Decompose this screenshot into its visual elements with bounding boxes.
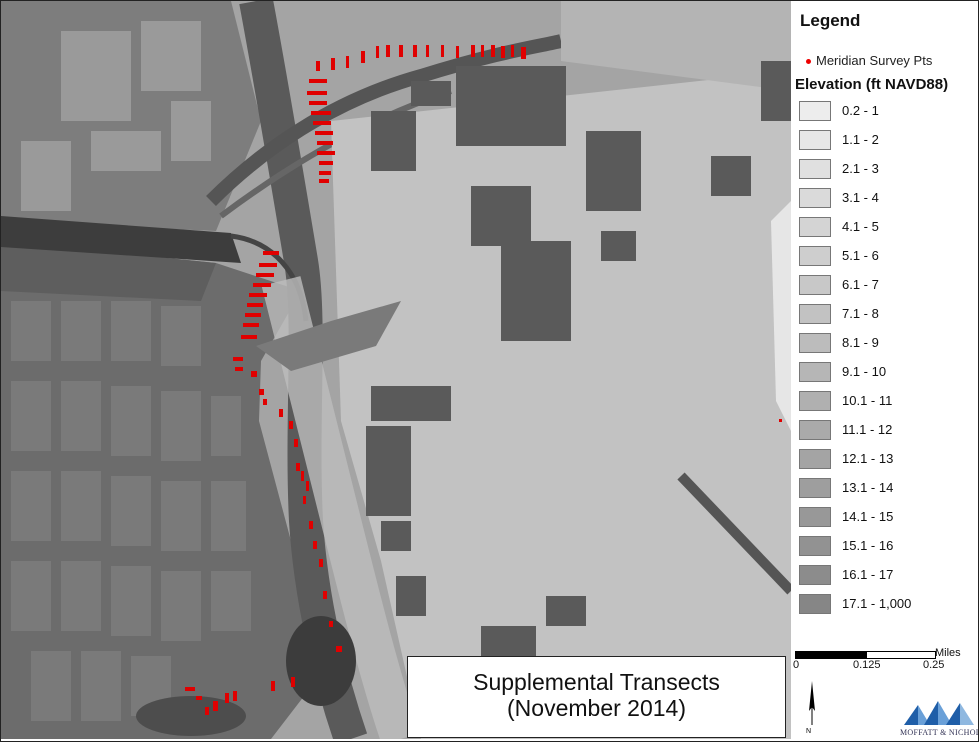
elevation-class-1: 1.1 - 2 [799,130,978,150]
elevation-class-label: 5.1 - 6 [842,248,879,263]
scale-bar: Miles 0 0.125 0.25 [793,647,975,681]
north-arrow-icon: N [806,681,815,735]
survey-points [185,45,782,715]
elevation-class-label: 12.1 - 13 [842,451,894,466]
aerial-map-image [1,1,791,739]
elevation-swatch [799,420,831,440]
survey-points-label: Meridian Survey Pts [816,53,933,68]
elevation-class-label: 6.1 - 7 [842,277,879,292]
scale-tick-1: 0.125 [853,659,881,671]
elevation-class-label: 11.1 - 12 [842,422,893,437]
elevation-swatch [799,188,831,208]
elevation-class-7: 7.1 - 8 [799,304,978,324]
elevation-class-label: 16.1 - 17 [842,567,894,582]
elevation-class-label: 10.1 - 11 [842,393,893,408]
legend-survey-points: Meridian Survey Pts [806,53,932,68]
elevation-class-15: 15.1 - 16 [799,536,978,556]
survey-point-symbol-icon [806,59,811,65]
elevation-class-label: 4.1 - 5 [842,219,879,234]
elevation-class-label: 9.1 - 10 [842,364,887,379]
scale-bar-segment-white [866,651,936,659]
elevation-swatch [799,536,831,556]
elevation-class-11: 11.1 - 12 [799,420,978,440]
elevation-class-9: 9.1 - 10 [799,362,978,382]
elevation-title: Elevation (ft NAVD88) [795,76,949,93]
elevation-swatch [799,333,831,353]
scale-tick-2: 0.25 [923,659,945,671]
elevation-class-8: 8.1 - 9 [799,333,978,353]
elevation-class-label: 2.1 - 3 [842,161,879,176]
elevation-swatch [799,507,831,527]
map-caption: Supplemental Transects (November 2014) [407,656,786,738]
elevation-swatch [799,159,831,179]
elevation-class-label: 14.1 - 15 [842,509,894,524]
elevation-class-13: 13.1 - 14 [799,478,978,498]
elevation-class-17: 17.1 - 1,000 [799,594,978,614]
scale-tick-0: 0 [793,659,800,671]
industrial-buildings [21,21,211,211]
caption-line-1: Supplemental Transects [473,669,720,695]
elevation-swatch [799,594,831,614]
north-label: N [806,728,811,735]
elevation-swatch [799,304,831,324]
elevation-class-label: 1.1 - 2 [842,132,879,147]
elevation-class-label: 8.1 - 9 [842,335,879,350]
elevation-class-0: 0.2 - 1 [799,101,978,121]
elevation-swatch [799,449,831,469]
elevation-class-12: 12.1 - 13 [799,449,978,469]
scale-bar-segment-black [795,651,867,659]
map-area [1,1,791,739]
elevation-swatch [799,565,831,585]
scale-unit: Miles [935,647,961,659]
residential-blocks [11,301,251,721]
elevation-swatch [799,246,831,266]
legend-title: Legend [800,11,861,30]
elevation-class-2: 2.1 - 3 [799,159,978,179]
elevation-class-label: 0.2 - 1 [842,103,879,118]
elevation-class-10: 10.1 - 11 [799,391,978,411]
elevation-class-5: 5.1 - 6 [799,246,978,266]
airport-buildings [366,61,791,661]
elevation-swatch [799,101,831,121]
moffatt-nichol-logo [904,701,974,725]
logo-text: MOFFATT & NICHOL [900,728,978,737]
elevation-class-3: 3.1 - 4 [799,188,978,208]
elevation-class-label: 17.1 - 1,000 [842,596,912,611]
elevation-class-6: 6.1 - 7 [799,275,978,295]
elevation-swatch [799,391,831,411]
elevation-swatch [799,478,831,498]
elevation-class-16: 16.1 - 17 [799,565,978,585]
elevation-class-14: 14.1 - 15 [799,507,978,527]
elevation-swatch [799,362,831,382]
elevation-class-label: 15.1 - 16 [842,538,894,553]
elevation-class-label: 3.1 - 4 [842,190,879,205]
elevation-class-4: 4.1 - 5 [799,217,978,237]
elevation-class-label: 13.1 - 14 [842,480,894,495]
elevation-class-label: 7.1 - 8 [842,306,879,321]
elevation-swatch [799,217,831,237]
elevation-swatch [799,130,831,150]
map-legend: Legend Meridian Survey Pts Elevation (ft… [792,1,978,740]
elevation-swatch [799,275,831,295]
caption-line-2: (November 2014) [507,695,686,721]
